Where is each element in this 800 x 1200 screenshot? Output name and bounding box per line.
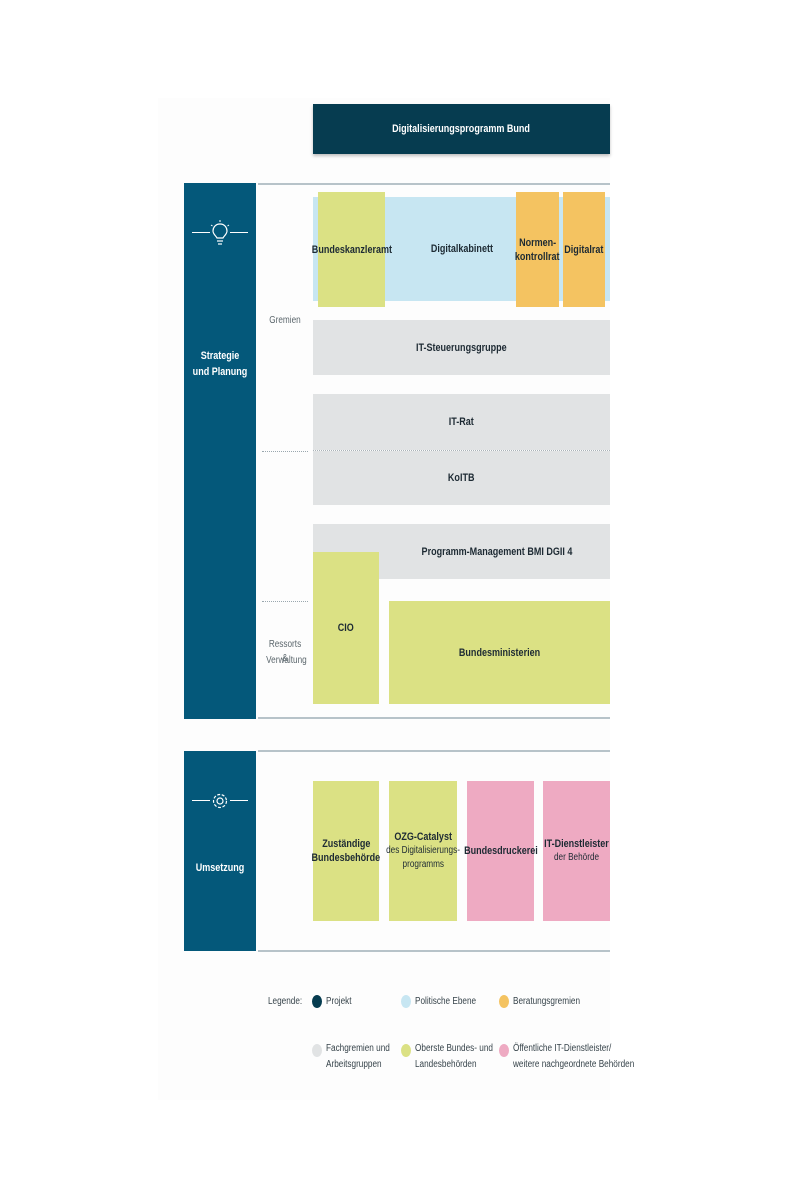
legend-dot-committee [312, 1044, 322, 1057]
legend-text-advisory: Beratungsgremien [513, 996, 581, 1007]
row-label-gremien: Gremien [269, 315, 301, 326]
program-header: Digitalisierungsprogramm Bund [313, 104, 610, 154]
legend-dot-authority [401, 1044, 411, 1057]
legend-text-service-1: Öffentliche IT-Dienstleister/ [513, 1043, 612, 1054]
it-rat-box: IT-Rat [313, 394, 610, 450]
zustaendige-bundesbehoerde-box: Zuständige Bundesbehörde [311, 781, 381, 921]
rule-strategy-bottom [258, 717, 610, 719]
bundesdruckerei-label: Bundesdruckerei [463, 845, 538, 857]
programm-management-label: Programm-Management BMI DGII 4 [421, 545, 572, 558]
legend-label: Legende: [268, 996, 303, 1007]
legend-dot-service [499, 1044, 509, 1057]
lightbulb-icon [210, 220, 230, 246]
bundesdruckerei-box: Bundesdruckerei [464, 781, 537, 921]
it-dienstleister-box: IT-Dienstleister der Behörde [543, 781, 610, 921]
koitb-box: KoITB [313, 451, 610, 505]
bundesministerien-label: Bundesministerien [458, 646, 541, 659]
sidebar-implementation-title: Umsetzung [195, 862, 245, 874]
legend-text-authority-1: Oberste Bundes- und [415, 1043, 493, 1054]
ozg-catalyst-title: OZG-Catalyst [394, 831, 452, 843]
legend-text-project: Projekt [326, 996, 352, 1007]
normenkontrollrat-label-1: Normen- [518, 236, 557, 249]
legend-dot-political [401, 995, 411, 1008]
it-steuerungsgruppe-label: IT-Steuerungsgruppe [416, 341, 507, 354]
zustaendige-label-1: Zuständige [321, 838, 371, 850]
sidebar-strategy-title-1: Strategie [200, 350, 240, 362]
bundeskanzleramt-label: Bundeskanzleramt [311, 243, 392, 256]
row-label-ressorts-2: Verwaltung [266, 655, 307, 666]
legend-text-committee-2: Arbeitsgruppen [326, 1059, 382, 1070]
cio-box: CIO [313, 552, 379, 704]
icon-rule-right [230, 800, 248, 801]
ozg-catalyst-box: OZG-Catalyst des Digitalisierungs- progr… [386, 781, 460, 921]
normenkontrollrat-label-2: kontrollrat [515, 250, 560, 263]
program-header-title: Digitalisierungsprogramm Bund [392, 123, 531, 135]
koitb-label: KoITB [448, 472, 475, 484]
digitalkabinett-label: Digitalkabinett [430, 243, 493, 255]
sidebar-strategy-title-2: und Planung [192, 366, 248, 378]
legend-dot-advisory [499, 995, 509, 1008]
rule-strategy-top [258, 183, 610, 185]
legend-text-committee-1: Fachgremien und [326, 1043, 390, 1054]
it-rat-koitb-divider [313, 450, 610, 451]
icon-rule-right [230, 232, 248, 233]
digitalrat-box: Digitalrat [563, 192, 605, 307]
rule-implementation-top [258, 750, 610, 752]
legend-text-authority-2: Landesbehörden [415, 1059, 477, 1070]
row-label-ressorts-1: Ressorts & [268, 639, 302, 664]
rule-implementation-bottom [258, 950, 610, 952]
sidebar-implementation: Umsetzung [184, 751, 256, 951]
bundeskanzleramt-box: Bundeskanzleramt [311, 192, 392, 307]
it-dienstleister-title: IT-Dienstleister [544, 838, 609, 850]
row-separator [262, 601, 308, 602]
it-dienstleister-sub: der Behörde [553, 852, 600, 863]
digitalrat-label: Digitalrat [564, 243, 604, 256]
icon-rule-left [192, 232, 210, 233]
ozg-catalyst-sub-1: des Digitalisierungs- [386, 845, 460, 856]
icon-rule-left [192, 800, 210, 801]
it-steuerungsgruppe-box: IT-Steuerungsgruppe [313, 320, 610, 375]
it-rat-label: IT-Rat [448, 416, 475, 428]
legend-text-service-2: weitere nachgeordnete Behörden [513, 1059, 635, 1070]
ozg-catalyst-sub-2: programms [402, 859, 444, 870]
sidebar-strategy: Strategie und Planung [184, 183, 256, 719]
gear-icon [210, 790, 230, 812]
legend-text-political: Politische Ebene [415, 996, 477, 1007]
cio-label: CIO [337, 622, 355, 634]
zustaendige-label-2: Bundesbehörde [311, 852, 381, 864]
bundesministerien-box: Bundesministerien [389, 601, 610, 704]
legend-dot-project [312, 995, 322, 1008]
normenkontrollrat-box: Normen- kontrollrat [515, 192, 560, 307]
row-separator [262, 451, 308, 452]
